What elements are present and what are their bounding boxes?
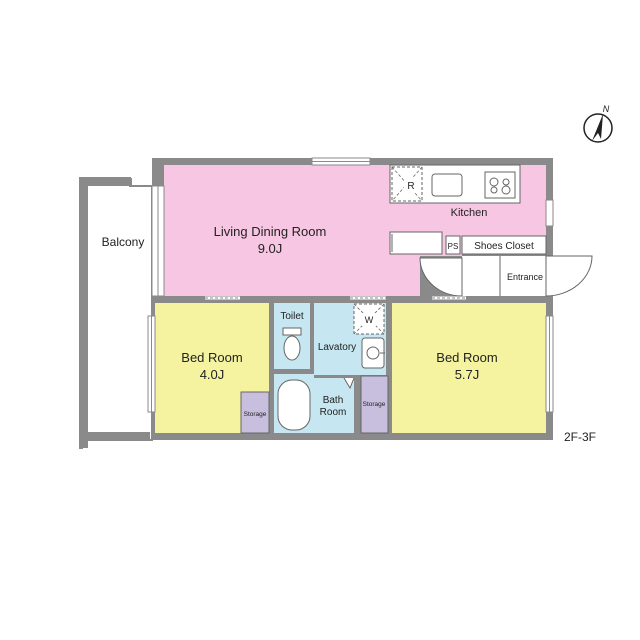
balcony-label: Balcony [102, 235, 145, 249]
lavatory-label: Lavatory [318, 342, 356, 353]
balcony-area [79, 177, 153, 449]
storage-right [360, 375, 389, 434]
bath-label-line2: Room [320, 407, 347, 418]
entrance-area [462, 256, 546, 296]
living-room-name: Living Dining Room [214, 224, 327, 239]
stove [484, 171, 516, 199]
toilet-tank [282, 327, 302, 336]
sink [431, 173, 463, 197]
bedroom-right-name: Bed Room [436, 350, 497, 365]
shoes-closet [461, 235, 547, 255]
storage-right-label: Storage [363, 401, 386, 408]
storage-left-label: Storage [244, 411, 267, 418]
refrigerator-label: R [407, 181, 414, 192]
bedroom-right-area [392, 303, 546, 433]
door-swing-hall [419, 257, 463, 297]
bath-label-line1: Bath [323, 395, 344, 406]
ps-label: PS [448, 242, 459, 251]
compass-label: N [603, 104, 610, 114]
kitchen-label: Kitchen [451, 207, 488, 219]
bedroom-right-size: 5.7J [455, 367, 480, 382]
shoes-closet-label: Shoes Closet [474, 241, 534, 252]
bathtub [277, 379, 311, 431]
balcony-rail [80, 182, 88, 448]
living-room-size: 9.0J [258, 241, 283, 256]
balcony-top-wall [80, 178, 132, 186]
cabinet [389, 231, 443, 255]
front-door-swing [545, 255, 593, 297]
toilet-bowl [283, 335, 301, 361]
bath-door-mark [343, 377, 355, 390]
storage-left [240, 391, 270, 434]
balcony-bottom-wall [80, 432, 150, 440]
pipe-space [445, 235, 461, 255]
floor-label: 2F-3F [564, 430, 596, 444]
toilet-label: Toilet [280, 311, 304, 322]
window-kitchen-side [545, 199, 554, 227]
entrance-label: Entrance [507, 272, 543, 282]
bath-room-area [314, 378, 354, 433]
bedroom-left-size: 4.0J [200, 367, 225, 382]
bedroom-left-name: Bed Room [181, 350, 242, 365]
north-arrow-icon: N [583, 104, 613, 143]
washer-label: W [365, 315, 374, 325]
